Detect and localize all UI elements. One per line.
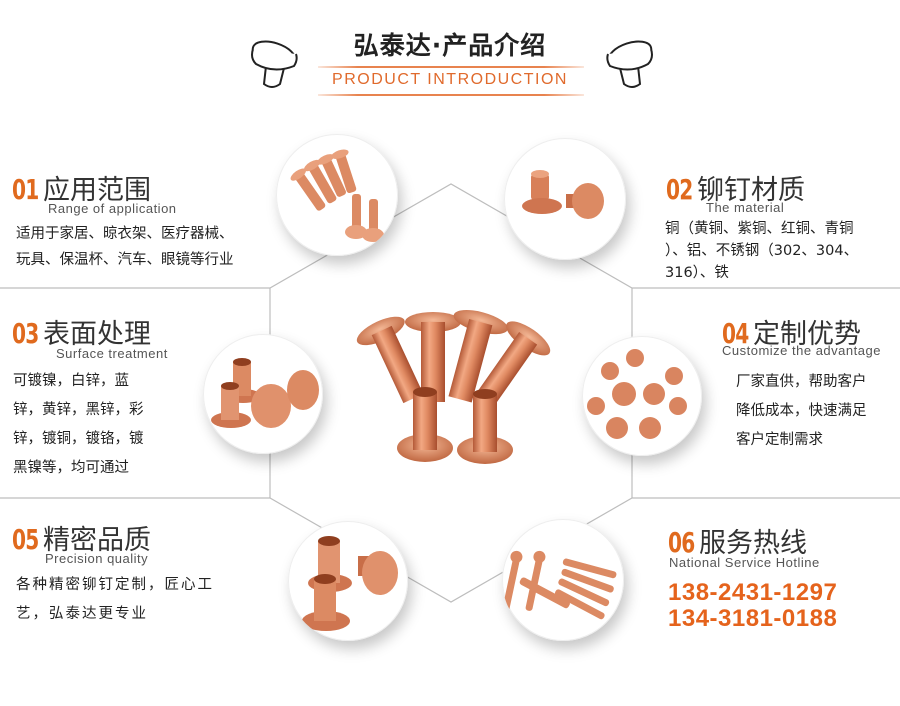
section-number: 05 (12, 523, 39, 556)
section-title: 应用范围 (42, 175, 151, 206)
section-title: 表面处理 (42, 319, 151, 350)
hotline-phone-2[interactable]: 134-3181-0188 (668, 605, 838, 632)
copper-flat-head-rivets-icon (211, 358, 319, 428)
section-title: 服务热线 (698, 528, 807, 559)
section-title: 铆钉材质 (696, 175, 805, 206)
section-05-image (288, 521, 408, 641)
section-title: 定制优势 (752, 319, 861, 350)
section-04-image (582, 336, 702, 456)
rivet-outline-icon (251, 40, 298, 88)
section-06-image (502, 519, 624, 641)
copper-step-rivets-icon (587, 349, 687, 439)
section-subtitle-en: Range of application (48, 201, 177, 216)
copper-rivets-group-image (356, 310, 551, 464)
page-subtitle: PRODUCT INTRODUCTION (332, 71, 568, 88)
header-divider-top (318, 66, 584, 68)
copper-tubular-rivets-icon (290, 149, 384, 242)
header-divider-bottom (318, 94, 584, 96)
section-number: 01 (12, 173, 39, 206)
section-number: 03 (12, 317, 39, 350)
section-subtitle-en: The material (706, 200, 785, 215)
hotline-phone-1[interactable]: 138-2431-1297 (668, 579, 838, 606)
section-title: 精密品质 (42, 525, 151, 556)
section-04-body: 厂家直供，帮助客户 降低成本，快速满足 客户定制需求 (736, 374, 867, 448)
section-subtitle-en: National Service Hotline (669, 555, 820, 570)
section-number: 06 (668, 526, 695, 559)
section-03-body: 可镀镍，白锌，蓝 锌，黄锌，黑锌，彩 锌，镀铜，镀铬，镀 黑镍等，均可通过 (13, 373, 144, 476)
section-01-image (276, 134, 398, 256)
section-03-image (203, 334, 323, 454)
section-05-body: 各种精密铆钉定制，匠心工 艺，弘泰达更专业 (16, 577, 214, 622)
section-subtitle-en: Customize the advantage (722, 343, 881, 358)
section-01-body: 适用于家居、晾衣架、医疗器械、 玩具、保温杯、汽车、眼镜等行业 (16, 226, 234, 268)
copper-round-head-rivets-icon (522, 170, 604, 219)
section-02-image (504, 138, 626, 260)
page-title: 弘泰达·产品介绍 (353, 31, 547, 60)
section-number: 04 (722, 317, 749, 350)
rivet-outline-icon (606, 40, 653, 88)
section-subtitle-en: Surface treatment (56, 346, 168, 361)
copper-hollow-rivets-icon (302, 536, 398, 631)
section-02-body: 铜（黄铜、紫铜、红铜、青铜 ）、铝、不锈钢（302、304、 316）、铁 (665, 221, 859, 281)
section-number: 02 (666, 173, 693, 206)
copper-solid-rivets-icon (502, 550, 617, 620)
section-subtitle-en: Precision quality (45, 551, 149, 566)
